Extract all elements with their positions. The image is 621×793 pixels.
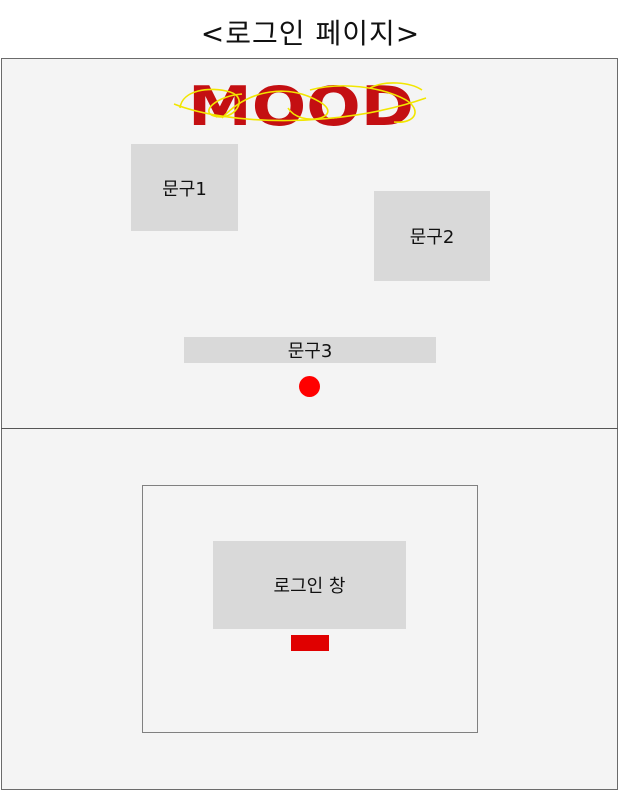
login-window-label: 로그인 창 — [273, 576, 346, 597]
mood-logo: MOOD — [173, 78, 427, 130]
logo-text: MOOD — [188, 78, 414, 130]
phrase-2-box: 문구2 — [374, 191, 490, 281]
phrase-2-label: 문구2 — [409, 227, 455, 248]
section-divider — [1, 428, 618, 429]
page-title: <로그인 페이지> — [200, 17, 421, 50]
red-dot-marker — [299, 376, 320, 397]
login-window-box[interactable]: 로그인 창 — [213, 541, 406, 629]
red-bar-marker — [291, 635, 329, 651]
phrase-3-box: 문구3 — [184, 337, 436, 363]
phrase-1-label: 문구1 — [162, 178, 207, 200]
logo-script-overlay — [173, 82, 427, 123]
phrase-1-box: 문구1 — [131, 144, 238, 231]
phrase-3-label: 문구3 — [287, 341, 333, 362]
